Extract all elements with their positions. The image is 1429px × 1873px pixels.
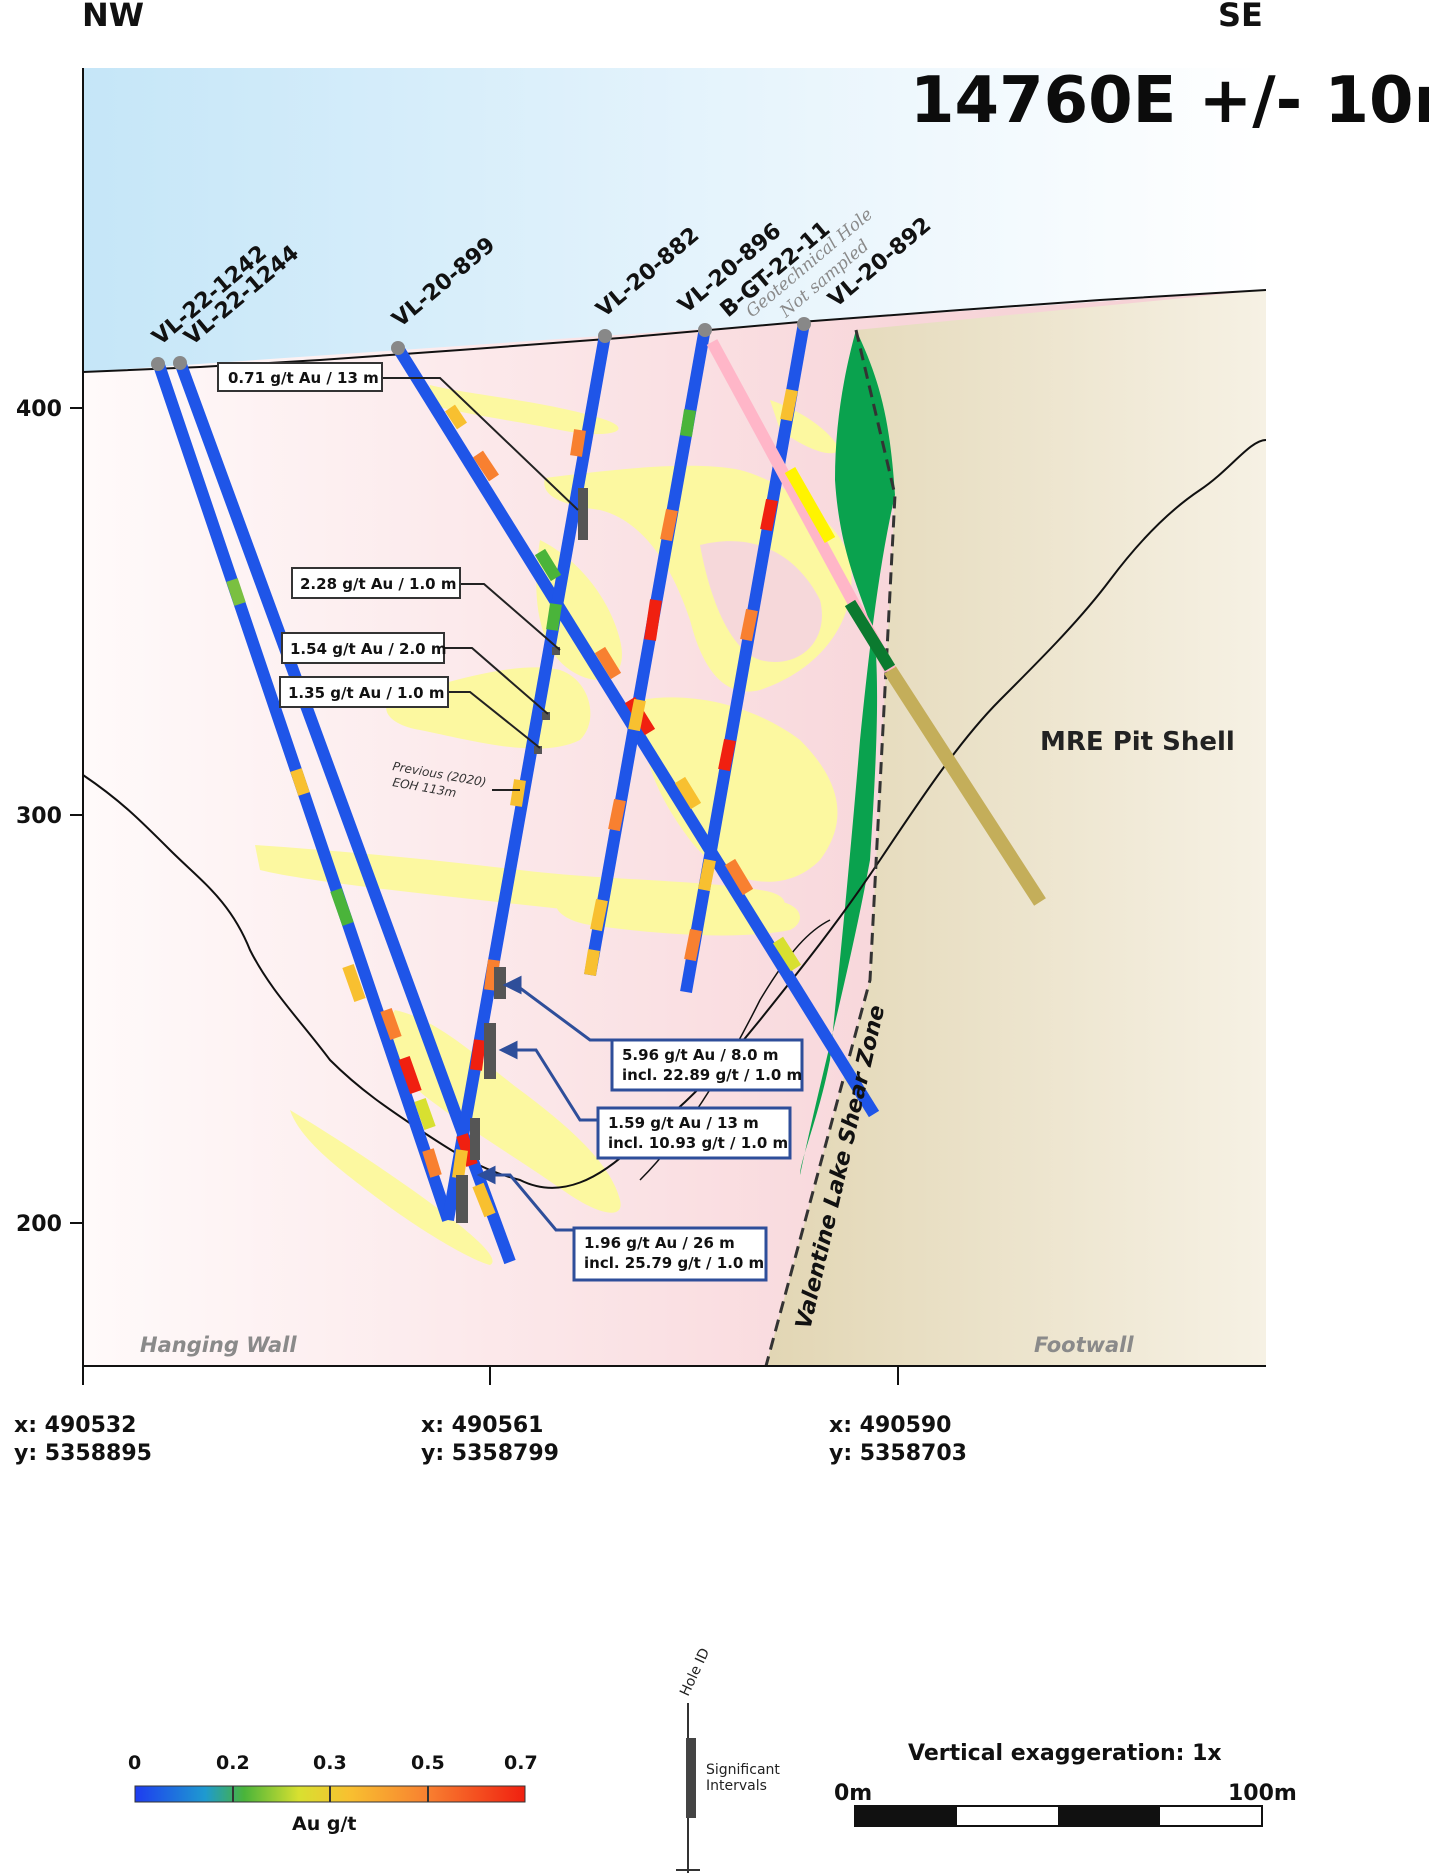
significant-label-line1: Significant <box>706 1762 780 1778</box>
easting-x-2: x: 490561 <box>421 1413 544 1438</box>
callout-text: 1.35 g/t Au / 1.0 m <box>288 684 444 702</box>
callout-1-35: 1.35 g/t Au / 1.0 m <box>280 677 448 707</box>
callout-text: 5.96 g/t Au / 8.0 m <box>622 1046 778 1064</box>
au-color-legend: 0 0.2 0.3 0.5 0.7 Au g/t <box>128 1752 538 1835</box>
callout-text-incl: incl. 25.79 g/t / 1.0 m <box>584 1254 764 1272</box>
color-tick-0-3: 0.3 <box>313 1752 347 1774</box>
elevation-tick-400: 400 <box>16 397 62 422</box>
color-legend-title: Au g/t <box>292 1813 356 1835</box>
easting-y-2: y: 5358799 <box>421 1441 559 1466</box>
callout-2-28: 2.28 g/t Au / 1.0 m <box>292 568 460 598</box>
elevation-tick-300: 300 <box>16 804 62 829</box>
hole-symbol-legend: Hole ID Significant Intervals <box>676 1646 780 1873</box>
callout-1-54: 1.54 g/t Au / 2.0 m <box>282 633 446 663</box>
significant-label-line2: Intervals <box>706 1778 767 1794</box>
callout-text-incl: incl. 10.93 g/t / 1.0 m <box>608 1134 788 1152</box>
callout-text: 1.59 g/t Au / 13 m <box>608 1114 759 1132</box>
callout-text: 0.71 g/t Au / 13 m <box>228 369 379 387</box>
callout-0-71: 0.71 g/t Au / 13 m <box>218 363 382 391</box>
color-tick-0-2: 0.2 <box>216 1752 250 1774</box>
callout-1-96: 1.96 g/t Au / 26 m incl. 25.79 g/t / 1.0… <box>574 1228 766 1280</box>
scale-start-label: 0m <box>834 1781 872 1806</box>
pit-shell-label: MRE Pit Shell <box>1040 727 1235 757</box>
hole-id-legend-label: Hole ID <box>677 1646 713 1699</box>
vertical-exaggeration-label: Vertical exaggeration: 1x <box>908 1741 1222 1766</box>
callout-text: 1.54 g/t Au / 2.0 m <box>290 640 446 658</box>
footwall-label: Footwall <box>1034 1333 1134 1357</box>
callout-1-59: 1.59 g/t Au / 13 m incl. 10.93 g/t / 1.0… <box>598 1108 790 1158</box>
callout-text-incl: incl. 22.89 g/t / 1.0 m <box>622 1066 802 1084</box>
color-tick-0-5: 0.5 <box>411 1752 445 1774</box>
section-title: 14760E +/- 10m <box>910 64 1429 138</box>
callout-text: 1.96 g/t Au / 26 m <box>584 1234 735 1252</box>
elevation-tick-200: 200 <box>16 1212 62 1237</box>
color-tick-0-7: 0.7 <box>504 1752 538 1774</box>
easting-y-1: y: 5358895 <box>14 1441 152 1466</box>
color-tick-0: 0 <box>128 1752 141 1774</box>
se-direction-label: SE <box>1218 0 1263 34</box>
callout-text: 2.28 g/t Au / 1.0 m <box>300 575 456 593</box>
nw-direction-label: NW <box>82 0 144 34</box>
significant-interval-swatch <box>686 1738 696 1818</box>
scale-bar-legend: Vertical exaggeration: 1x 0m 100m <box>834 1741 1297 1826</box>
hanging-wall-label: Hanging Wall <box>140 1333 297 1357</box>
easting-x-1: x: 490532 <box>14 1413 137 1438</box>
easting-x-3: x: 490590 <box>829 1413 952 1438</box>
callout-5-96: 5.96 g/t Au / 8.0 m incl. 22.89 g/t / 1.… <box>612 1040 802 1090</box>
easting-y-3: y: 5358703 <box>829 1441 967 1466</box>
scale-end-label: 100m <box>1228 1781 1297 1806</box>
